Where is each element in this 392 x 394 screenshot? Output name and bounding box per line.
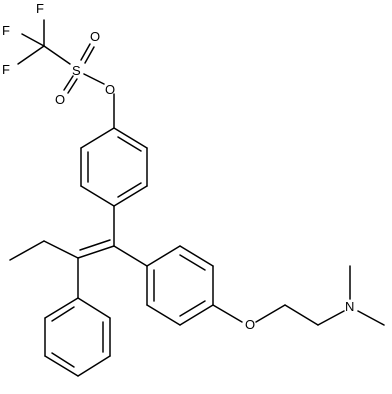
bond-ch2-n	[317, 310, 345, 326]
bond-c-s	[43, 45, 71, 65]
ring3-bond	[44, 355, 79, 377]
bond-ch2-ch2	[284, 304, 319, 326]
bond-c-f2	[21, 33, 45, 47]
bond-n-me-right	[357, 310, 385, 326]
atom-f2-label: F	[2, 23, 10, 38]
bond-s-o-ester	[83, 73, 105, 85]
right-phenylene-ring	[146, 245, 214, 326]
ring2-inner-bond	[179, 300, 206, 317]
atom-o-down-label: O	[55, 92, 65, 107]
atom-o-ether-label: O	[245, 317, 255, 332]
ring2-bond	[146, 245, 181, 267]
ring1-inner-bond	[117, 182, 142, 198]
atom-f1-label: F	[36, 1, 44, 16]
alkene-outer	[77, 245, 115, 259]
bond-c-f3	[17, 45, 45, 65]
atom-o-ester-label: O	[105, 82, 115, 97]
atom-labels: F F F S O O O O N	[2, 1, 354, 332]
bond-s-o-down-b	[67, 78, 78, 94]
bond-s-o-up-b	[84, 46, 95, 64]
ring3-inner-bond	[51, 306, 75, 322]
bond-ring2-o	[212, 304, 243, 323]
ring2-bond	[146, 304, 181, 326]
lower-phenyl-ring	[44, 297, 111, 377]
alkene-inner	[79, 239, 111, 251]
bond-ch2-ch3	[9, 240, 45, 261]
bond-c2-ch2	[43, 240, 79, 259]
bond-o-ch2	[255, 304, 286, 323]
upper-phenylene-ring	[80, 127, 148, 207]
ring3-bond	[77, 355, 111, 377]
ring1-inner-bond	[117, 136, 142, 152]
ring1-bond	[80, 127, 115, 149]
atom-n-label: N	[345, 299, 354, 314]
ring2-bond	[179, 304, 214, 326]
ring3-bond	[77, 297, 111, 319]
ring1-bond	[113, 185, 148, 207]
bond-s-o-down-a	[63, 75, 74, 91]
atom-f3-label: F	[2, 62, 10, 77]
atom-o-up-label: O	[90, 29, 100, 44]
bond-s-o-up-a	[80, 43, 91, 61]
triflate-group	[17, 19, 105, 94]
bond-c1-ring2	[113, 245, 148, 267]
alkene-bond	[77, 239, 115, 259]
ring1-bond	[80, 185, 115, 207]
ring2-inner-bond	[179, 254, 206, 271]
ring2-bond	[179, 245, 214, 267]
ring3-inner-bond	[51, 352, 75, 368]
ring3-bond	[44, 297, 79, 319]
ring1-bond	[113, 127, 148, 149]
atom-s-label: S	[72, 63, 81, 78]
dimethylaminoethoxy-chain	[212, 265, 385, 326]
